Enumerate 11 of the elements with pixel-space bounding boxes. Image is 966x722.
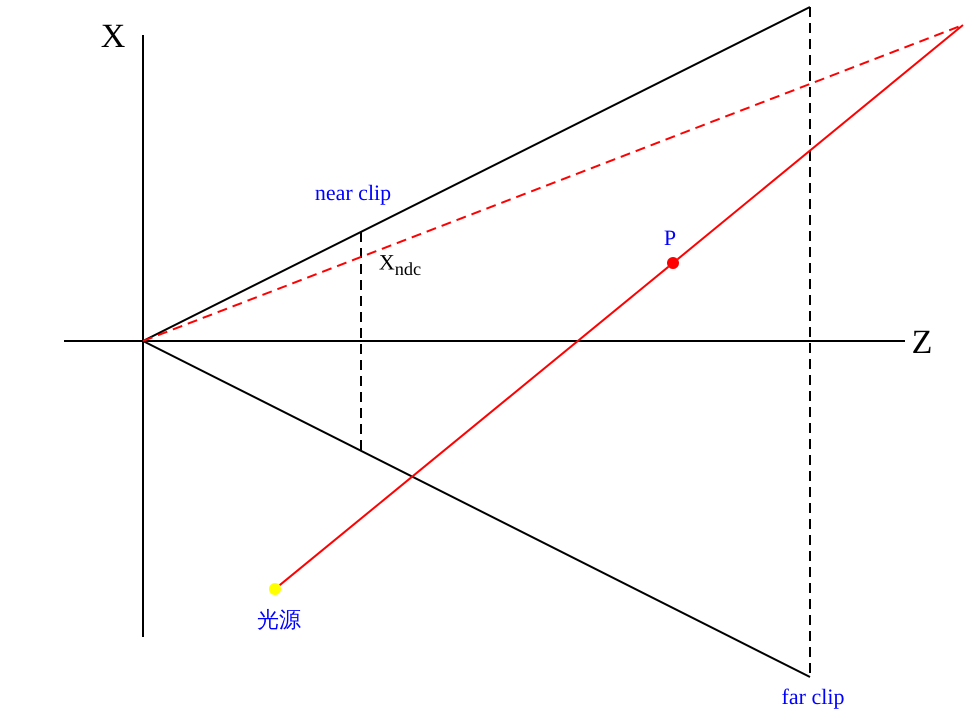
light-source-dot bbox=[269, 583, 281, 595]
axis-label: Z bbox=[912, 326, 932, 360]
coordinate-label: X$_{ndc}$ bbox=[378, 252, 422, 278]
point-label: P bbox=[664, 227, 676, 249]
point-label: 光源 bbox=[257, 609, 301, 631]
point-dot bbox=[667, 257, 679, 269]
light-ray bbox=[279, 266, 669, 586]
plane-label: near clip bbox=[314, 182, 392, 204]
light-ray bbox=[677, 24, 964, 260]
plane-label: far clip bbox=[782, 686, 844, 708]
axis-label: X bbox=[100, 20, 126, 54]
